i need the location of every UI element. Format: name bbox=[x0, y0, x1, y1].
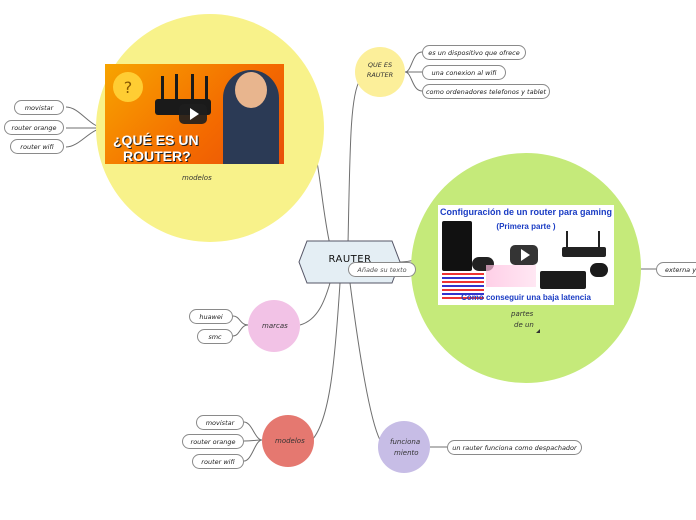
marcas-item-1[interactable]: huawei bbox=[189, 309, 233, 324]
node-modelos-top-label[interactable]: modelos bbox=[182, 174, 212, 182]
latency-chart-image bbox=[442, 273, 484, 299]
connector-marcas bbox=[299, 282, 331, 326]
video-title-line1: ¿QUÉ ES UN bbox=[113, 132, 199, 148]
node-partes-label-line1[interactable]: partes bbox=[511, 310, 534, 318]
connector-funcionamiento bbox=[349, 282, 381, 441]
connector-modelos-bottom bbox=[311, 282, 341, 441]
modelos-bottom-item-3[interactable]: router wifi bbox=[192, 454, 244, 469]
node-que-es-label[interactable]: QUE ES RAUTER bbox=[366, 61, 394, 79]
modelos-bottom-item-1[interactable]: movistar bbox=[196, 415, 244, 430]
node-partes-label-line2[interactable]: de un bbox=[514, 321, 534, 329]
funcionamiento-item-1[interactable]: un rauter funciona como despachador bbox=[447, 440, 582, 455]
thinking-emoji-icon: ? bbox=[113, 72, 143, 102]
center-text-input[interactable]: Añade su texto bbox=[348, 262, 416, 277]
video-subtitle: (Primera parte ) bbox=[496, 222, 556, 231]
node-marcas-label[interactable]: marcas bbox=[262, 322, 288, 330]
play-button-icon[interactable] bbox=[510, 245, 538, 265]
node-funcionamiento-bubble bbox=[378, 421, 430, 473]
xbox-image-icon bbox=[540, 271, 586, 289]
node-funcionamiento-label-line2[interactable]: miento bbox=[394, 449, 419, 457]
resize-handle-icon[interactable] bbox=[536, 329, 540, 333]
modelos-top-item-2[interactable]: router orange bbox=[4, 120, 64, 135]
router-image-icon bbox=[562, 247, 606, 257]
xbox-controller-icon bbox=[590, 263, 608, 277]
video-title-line2: ROUTER? bbox=[123, 148, 191, 164]
video-configuracion-router-gaming[interactable]: Configuración de un router para gaming (… bbox=[438, 205, 614, 305]
video-que-es-un-router[interactable]: ? ¿QUÉ ES UN ROUTER? bbox=[105, 64, 284, 164]
play-button-icon[interactable] bbox=[179, 104, 207, 124]
que-es-item-1[interactable]: es un dispositivo que ofrece bbox=[422, 45, 526, 60]
node-que-es-bubble bbox=[355, 47, 405, 97]
node-funcionamiento-label-line1[interactable]: funciona bbox=[390, 438, 421, 446]
center-node-label[interactable]: RAUTER bbox=[328, 254, 372, 265]
node-modelos-bottom-label[interactable]: modelos bbox=[275, 437, 305, 445]
marcas-item-2[interactable]: smc bbox=[197, 329, 233, 344]
node-modelos-bottom-bubble bbox=[262, 415, 314, 467]
que-es-item-2[interactable]: una conexion al wifi bbox=[422, 65, 506, 80]
modelos-top-item-3[interactable]: router wifi bbox=[10, 139, 64, 154]
que-es-item-3[interactable]: como ordenadores telefonos y tablet bbox=[422, 84, 550, 99]
video-footer: Cómo conseguir una baja latencia bbox=[461, 293, 591, 302]
console-image-icon bbox=[442, 221, 472, 271]
node-marcas-bubble bbox=[248, 300, 300, 352]
video-title: Configuración de un router para gaming bbox=[440, 207, 613, 217]
connector-que-es bbox=[347, 79, 361, 245]
presenter-image bbox=[223, 70, 279, 164]
modelos-top-item-1[interactable]: movistar bbox=[14, 100, 64, 115]
modelos-bottom-item-2[interactable]: router orange bbox=[182, 434, 244, 449]
partes-item-1[interactable]: externa y bbox=[656, 262, 696, 277]
